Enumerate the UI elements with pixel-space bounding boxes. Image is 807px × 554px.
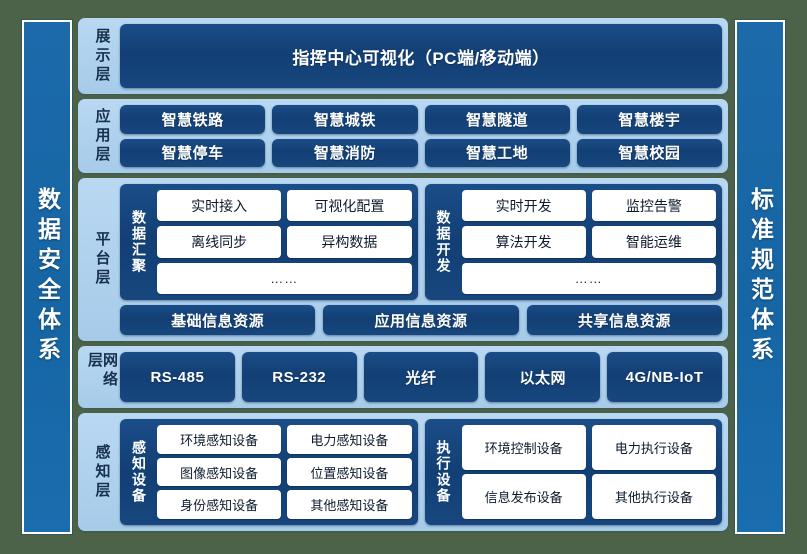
- group-sensing-devices-grid: 环境感知设备 电力感知设备 图像感知设备 位置感知设备 身份感知设备 其他感知设…: [152, 425, 412, 520]
- layer-platform-body: 数据汇聚 实时接入 可视化配置 离线同步 异构数据: [120, 184, 722, 335]
- layer-network-label: 网络层: [84, 352, 120, 402]
- layer-display-label: 展示层: [84, 24, 120, 88]
- platform-resource-row: 基础信息资源 应用信息资源 共享信息资源: [120, 305, 722, 335]
- chip-smart-railway[interactable]: 智慧铁路: [120, 105, 266, 134]
- sensing-devices-row-1: 环境感知设备 电力感知设备: [157, 425, 412, 454]
- group-sensing-devices-label: 感知设备: [126, 425, 152, 519]
- box-monitoring-alarm[interactable]: 监控告警: [591, 190, 716, 222]
- chip-smart-urban-rail[interactable]: 智慧城铁: [272, 105, 418, 134]
- chip-ethernet[interactable]: 以太网: [485, 352, 601, 402]
- application-row-2: 智慧停车 智慧消防 智慧工地 智慧校园: [120, 138, 722, 167]
- chip-4g-nbiot[interactable]: 4G/NB-IoT: [607, 352, 722, 402]
- group-data-development-grid: 实时开发 监控告警 算法开发 智能运维 ……: [457, 190, 716, 294]
- group-data-aggregation-grid: 实时接入 可视化配置 离线同步 异构数据 ……: [152, 190, 412, 294]
- layer-display: 展示层 指挥中心可视化（PC端/移动端）: [78, 18, 728, 94]
- box-development-ellipsis[interactable]: ……: [461, 262, 716, 294]
- chip-command-center-visualization[interactable]: 指挥中心可视化（PC端/移动端）: [120, 24, 722, 88]
- application-row-1: 智慧铁路 智慧城铁 智慧隧道 智慧楼宇: [120, 105, 722, 134]
- layer-network: 网络层 RS-485 RS-232 光纤 以太网 4G/NB-IoT: [78, 346, 728, 408]
- group-data-development-label: 数据开发: [431, 190, 457, 294]
- group-data-development: 数据开发 实时开发 监控告警 算法开发 智能运维: [424, 184, 722, 300]
- chip-optical-fiber[interactable]: 光纤: [363, 352, 479, 402]
- right-pillar-standards: 标准规范体系: [735, 20, 785, 534]
- box-image-sensing-device[interactable]: 图像感知设备: [157, 457, 282, 487]
- right-pillar-label: 标准规范体系: [747, 187, 774, 367]
- box-identity-sensing-device[interactable]: 身份感知设备: [157, 490, 282, 520]
- platform-groups: 数据汇聚 实时接入 可视化配置 离线同步 异构数据: [120, 184, 722, 300]
- left-pillar-data-security: 数据安全体系: [22, 20, 72, 534]
- box-environment-control-device[interactable]: 环境控制设备: [461, 425, 586, 470]
- network-row: RS-485 RS-232 光纤 以太网 4G/NB-IoT: [120, 352, 722, 402]
- group-actuator-devices-label-text: 执行设备: [435, 440, 452, 504]
- chip-smart-building[interactable]: 智慧楼宇: [576, 105, 722, 134]
- layer-platform-label-text: 平台层: [93, 231, 111, 288]
- box-realtime-ingest[interactable]: 实时接入: [157, 190, 282, 222]
- layer-application-body: 智慧铁路 智慧城铁 智慧隧道 智慧楼宇 智慧停车 智慧消防 智慧工地 智慧校园: [120, 105, 722, 167]
- group-data-development-label-text: 数据开发: [435, 210, 452, 274]
- box-aggregation-ellipsis[interactable]: ……: [157, 262, 412, 294]
- layer-network-label-text: 网络层: [86, 352, 118, 390]
- chip-application-information-resources[interactable]: 应用信息资源: [323, 305, 519, 335]
- layer-network-body: RS-485 RS-232 光纤 以太网 4G/NB-IoT: [120, 352, 722, 402]
- layer-sensing-body: 感知设备 环境感知设备 电力感知设备 图像感知设备 位置感知设备: [120, 419, 722, 525]
- chip-shared-information-resources[interactable]: 共享信息资源: [526, 305, 722, 335]
- chip-rs485[interactable]: RS-485: [120, 352, 235, 402]
- chip-smart-tunnel[interactable]: 智慧隧道: [424, 105, 570, 134]
- box-other-sensing-device[interactable]: 其他感知设备: [287, 490, 412, 520]
- sensing-devices-row-3: 身份感知设备 其他感知设备: [157, 490, 412, 520]
- layer-sensing-label: 感知层: [84, 419, 120, 525]
- development-row-2: 算法开发 智能运维: [461, 226, 716, 258]
- layer-application: 应用层 智慧铁路 智慧城铁 智慧隧道 智慧楼宇 智慧停车 智慧消防 智慧工地 智…: [78, 99, 728, 173]
- chip-smart-construction-site[interactable]: 智慧工地: [424, 138, 570, 167]
- layer-application-label-text: 应用层: [93, 107, 111, 165]
- box-power-sensing-device[interactable]: 电力感知设备: [287, 425, 412, 454]
- group-sensing-devices-label-text: 感知设备: [131, 440, 147, 504]
- box-intelligent-operations[interactable]: 智能运维: [591, 226, 716, 258]
- box-realtime-development[interactable]: 实时开发: [461, 190, 586, 222]
- group-actuator-devices-label: 执行设备: [431, 425, 457, 519]
- layer-display-label-text: 展示层: [93, 27, 111, 85]
- chip-basic-information-resources[interactable]: 基础信息资源: [120, 305, 316, 335]
- box-information-release-device[interactable]: 信息发布设备: [461, 474, 586, 519]
- box-other-actuator-device[interactable]: 其他执行设备: [591, 474, 716, 519]
- box-power-actuator-device[interactable]: 电力执行设备: [591, 425, 716, 470]
- box-location-sensing-device[interactable]: 位置感知设备: [287, 457, 412, 487]
- group-data-aggregation-label-text: 数据汇聚: [131, 210, 147, 274]
- development-row-1: 实时开发 监控告警: [461, 190, 716, 222]
- aggregation-row-3: ……: [157, 262, 412, 294]
- layer-sensing: 感知层 感知设备 环境感知设备 电力感知设备: [78, 413, 728, 531]
- group-sensing-devices: 感知设备 环境感知设备 电力感知设备 图像感知设备 位置感知设备: [120, 419, 418, 525]
- group-actuator-devices-grid: 环境控制设备 电力执行设备 信息发布设备 其他执行设备: [457, 425, 716, 519]
- left-pillar-label: 数据安全体系: [34, 187, 61, 367]
- layer-platform: 平台层 数据汇聚 实时接入 可视化配置: [78, 178, 728, 341]
- box-environment-sensing-device[interactable]: 环境感知设备: [157, 425, 282, 454]
- group-data-aggregation-label: 数据汇聚: [126, 190, 152, 294]
- layer-display-body: 指挥中心可视化（PC端/移动端）: [120, 24, 722, 88]
- sensing-devices-row-2: 图像感知设备 位置感知设备: [157, 457, 412, 487]
- actuator-devices-row-2: 信息发布设备 其他执行设备: [461, 474, 716, 519]
- aggregation-row-2: 离线同步 异构数据: [157, 226, 412, 258]
- actuator-devices-row-1: 环境控制设备 电力执行设备: [461, 425, 716, 470]
- sensing-groups: 感知设备 环境感知设备 电力感知设备 图像感知设备 位置感知设备: [120, 419, 722, 525]
- layer-application-label: 应用层: [84, 105, 120, 167]
- chip-smart-campus[interactable]: 智慧校园: [576, 138, 722, 167]
- group-actuator-devices: 执行设备 环境控制设备 电力执行设备 信息发布设备 其他执行设备: [424, 419, 722, 525]
- aggregation-row-1: 实时接入 可视化配置: [157, 190, 412, 222]
- layer-sensing-label-text: 感知层: [93, 443, 111, 501]
- layer-stack: 展示层 指挥中心可视化（PC端/移动端） 应用层 智慧铁路 智慧城铁 智慧隧道 …: [78, 18, 728, 538]
- development-row-3: ……: [461, 262, 716, 294]
- chip-smart-parking[interactable]: 智慧停车: [120, 138, 266, 167]
- box-offline-sync[interactable]: 离线同步: [157, 226, 282, 258]
- layer-platform-label: 平台层: [84, 184, 120, 335]
- box-heterogeneous-data[interactable]: 异构数据: [287, 226, 412, 258]
- group-data-aggregation: 数据汇聚 实时接入 可视化配置 离线同步 异构数据: [120, 184, 418, 300]
- chip-smart-firefighting[interactable]: 智慧消防: [272, 138, 418, 167]
- box-visual-configuration[interactable]: 可视化配置: [287, 190, 412, 222]
- chip-rs232[interactable]: RS-232: [241, 352, 357, 402]
- box-algorithm-development[interactable]: 算法开发: [461, 226, 586, 258]
